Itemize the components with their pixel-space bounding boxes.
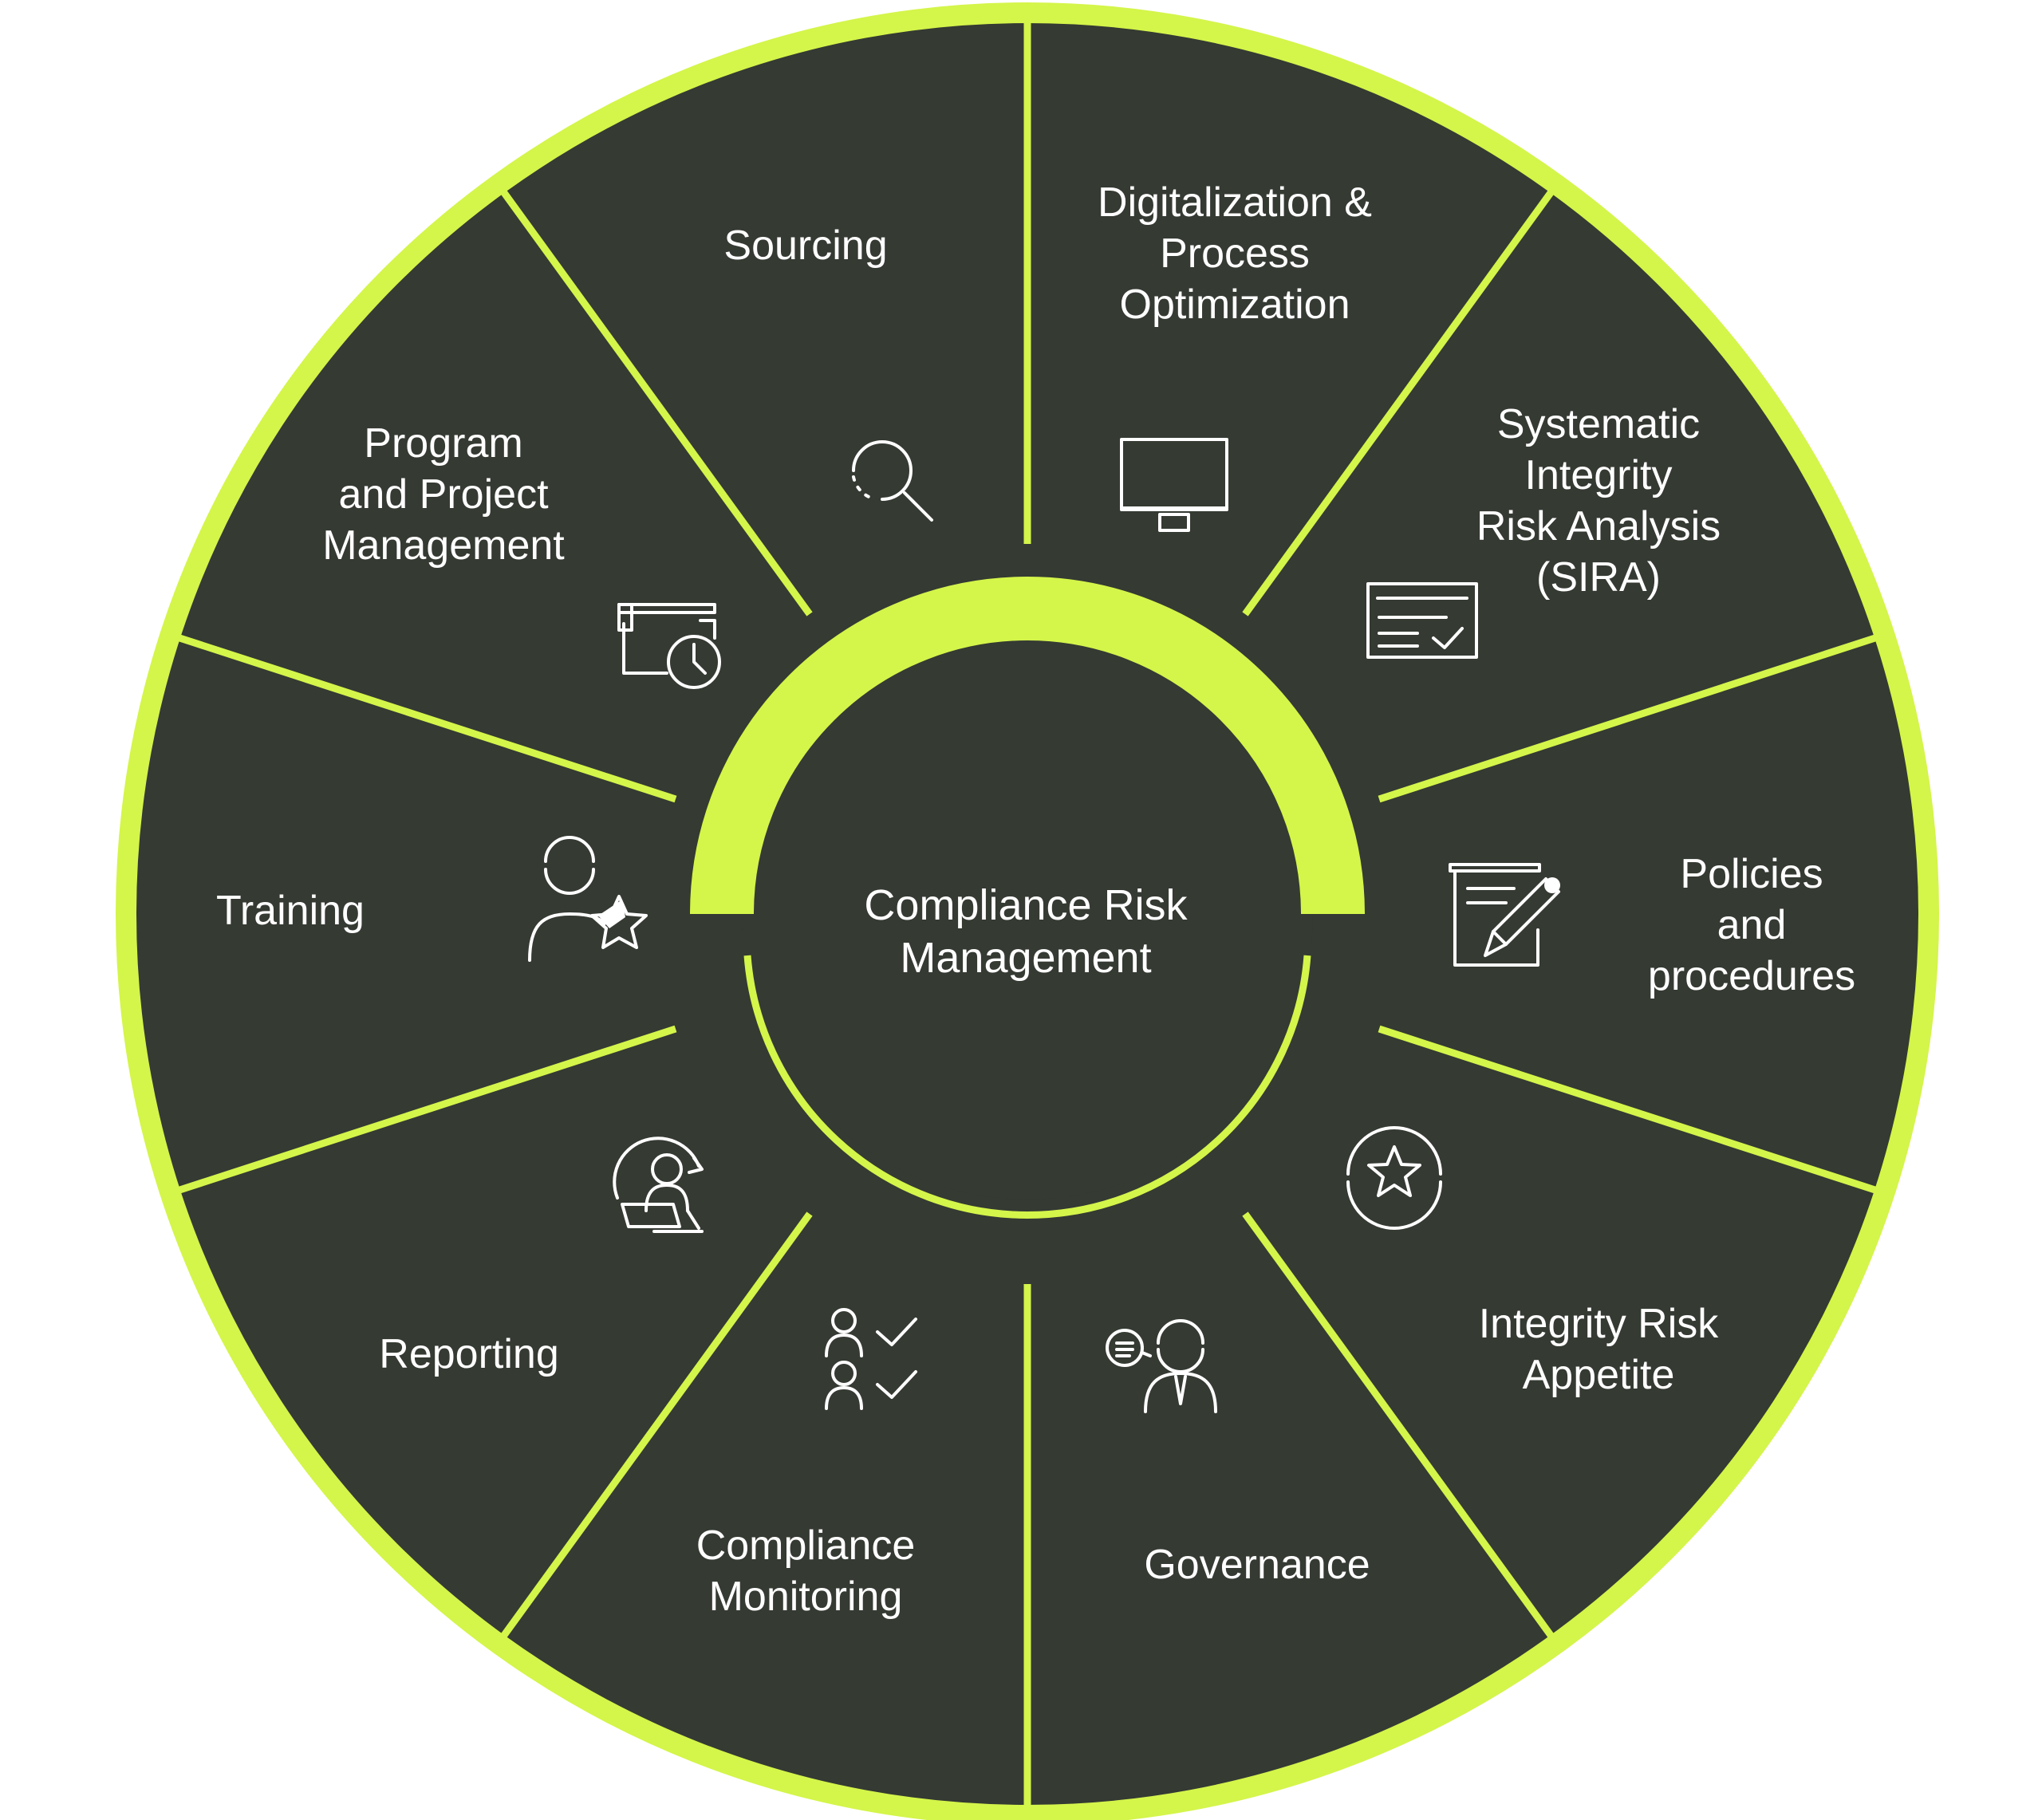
center-label: Compliance Risk Management: [864, 881, 1188, 982]
segment-label-digitalization: Digitalization & Process Optimization: [1098, 179, 1372, 328]
segment-label-governance: Governance: [1144, 1542, 1370, 1588]
center-top-arc: [690, 577, 1365, 915]
center-hub: [742, 628, 1313, 1200]
checklist-card-icon: [1366, 582, 1478, 659]
star-badge-icon: [1346, 1126, 1442, 1230]
monitor-icon: [1120, 438, 1228, 532]
person-star-icon: [528, 836, 648, 962]
segment-label-reporting: Reporting: [379, 1331, 559, 1377]
segment-label-policies: Policies and procedures: [1647, 851, 1856, 999]
center-bottom-arc: [743, 955, 1311, 1219]
segment-label-sira: Systematic Integrity Risk Analysis (SIRA…: [1476, 401, 1721, 601]
magnifier-icon: [852, 440, 933, 522]
segment-dividers: [168, 19, 1886, 1809]
segment-label-training: Training: [216, 888, 365, 934]
person-speech-icon: [1106, 1319, 1217, 1413]
segment-label-program: Program and Project Management: [322, 420, 565, 569]
document-pen-icon: [1449, 863, 1560, 967]
segment-label-sourcing: Sourcing: [723, 223, 888, 269]
segment-label-monitoring: Compliance Monitoring: [696, 1523, 916, 1620]
person-laptop-icon: [613, 1137, 704, 1233]
calendar-clock-icon: [617, 603, 721, 689]
segment-label-appetite: Integrity Risk Appetite: [1478, 1301, 1719, 1398]
people-checkmarks-icon: [825, 1308, 917, 1410]
